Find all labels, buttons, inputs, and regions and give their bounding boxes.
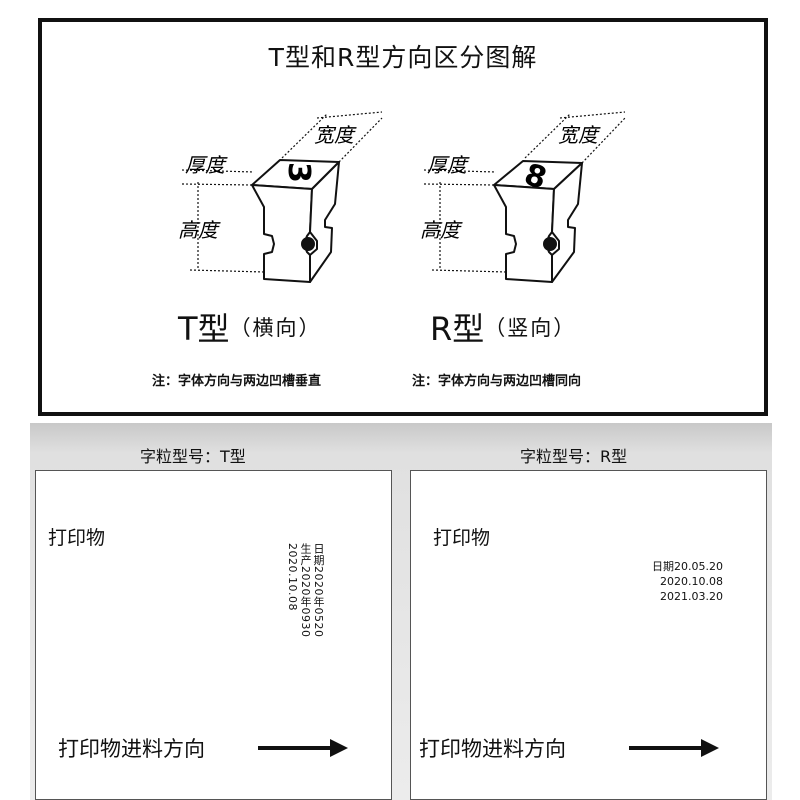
diagram-title: T型和R型方向区分图解	[268, 43, 538, 72]
r-print-line: 2021.03.20	[660, 590, 723, 603]
t-thickness-label: 厚度	[185, 153, 228, 177]
t-height-label: 高度	[178, 218, 221, 242]
t-print-line: 日期2020年0520	[312, 543, 325, 638]
type-blocks-illustration: 厚度 宽度 高度 3 厚度 宽度 高度 8	[178, 111, 626, 283]
t-print-lines: 日期2020年0520 生产2020年0930 2020.10.08	[286, 543, 325, 638]
t-model-label: 字粒型号：T型	[140, 447, 246, 466]
t-feed-label: 打印物进料方向	[58, 737, 205, 761]
t-type-orientation: （横向）	[229, 316, 322, 340]
r-print-sample: 打印物 日期20.05.20 2020.10.08 2021.03.20 打印物…	[410, 470, 767, 800]
t-type-note: 注：字体方向与两边凹槽垂直	[152, 374, 322, 389]
r-feed-arrow-icon	[629, 739, 719, 757]
diagram-panel: T型和R型方向区分图解 厚度 宽度 高度 3	[38, 18, 768, 416]
t-type-title: T型（横向）	[178, 304, 322, 350]
t-glyph: 3	[281, 162, 316, 183]
t-print-line: 生产2020年0930	[299, 543, 312, 638]
r-height-label: 高度	[420, 218, 463, 242]
r-width-label: 宽度	[558, 123, 601, 147]
r-print-line: 日期20.05.20	[652, 560, 723, 573]
r-type-title: R型（竖向）	[430, 304, 576, 350]
r-type-orientation: （竖向）	[484, 316, 577, 340]
r-type-block	[493, 160, 583, 283]
t-print-line: 2020.10.08	[286, 543, 299, 611]
r-type-note: 注：字体方向与两边凹槽同向	[412, 374, 582, 389]
r-print-line: 2020.10.08	[660, 575, 723, 588]
t-dimension-lines	[181, 111, 383, 273]
r-print-label: 打印物	[433, 527, 491, 549]
r-thickness-label: 厚度	[427, 153, 470, 177]
t-print-sample: 打印物 日期2020年0520 生产2020年0930 2020.10.08 打…	[35, 470, 392, 800]
r-dimension-lines	[423, 111, 626, 273]
r-model-label: 字粒型号：R型	[520, 447, 628, 466]
t-feed-arrow-icon	[258, 739, 348, 757]
r-feed-label: 打印物进料方向	[419, 737, 566, 761]
t-width-label: 宽度	[314, 123, 357, 147]
r-type-name: R型	[430, 310, 485, 348]
t-type-name: T型	[178, 310, 230, 348]
t-print-label: 打印物	[48, 527, 106, 549]
r-print-lines: 日期20.05.20 2020.10.08 2021.03.20	[611, 559, 723, 604]
